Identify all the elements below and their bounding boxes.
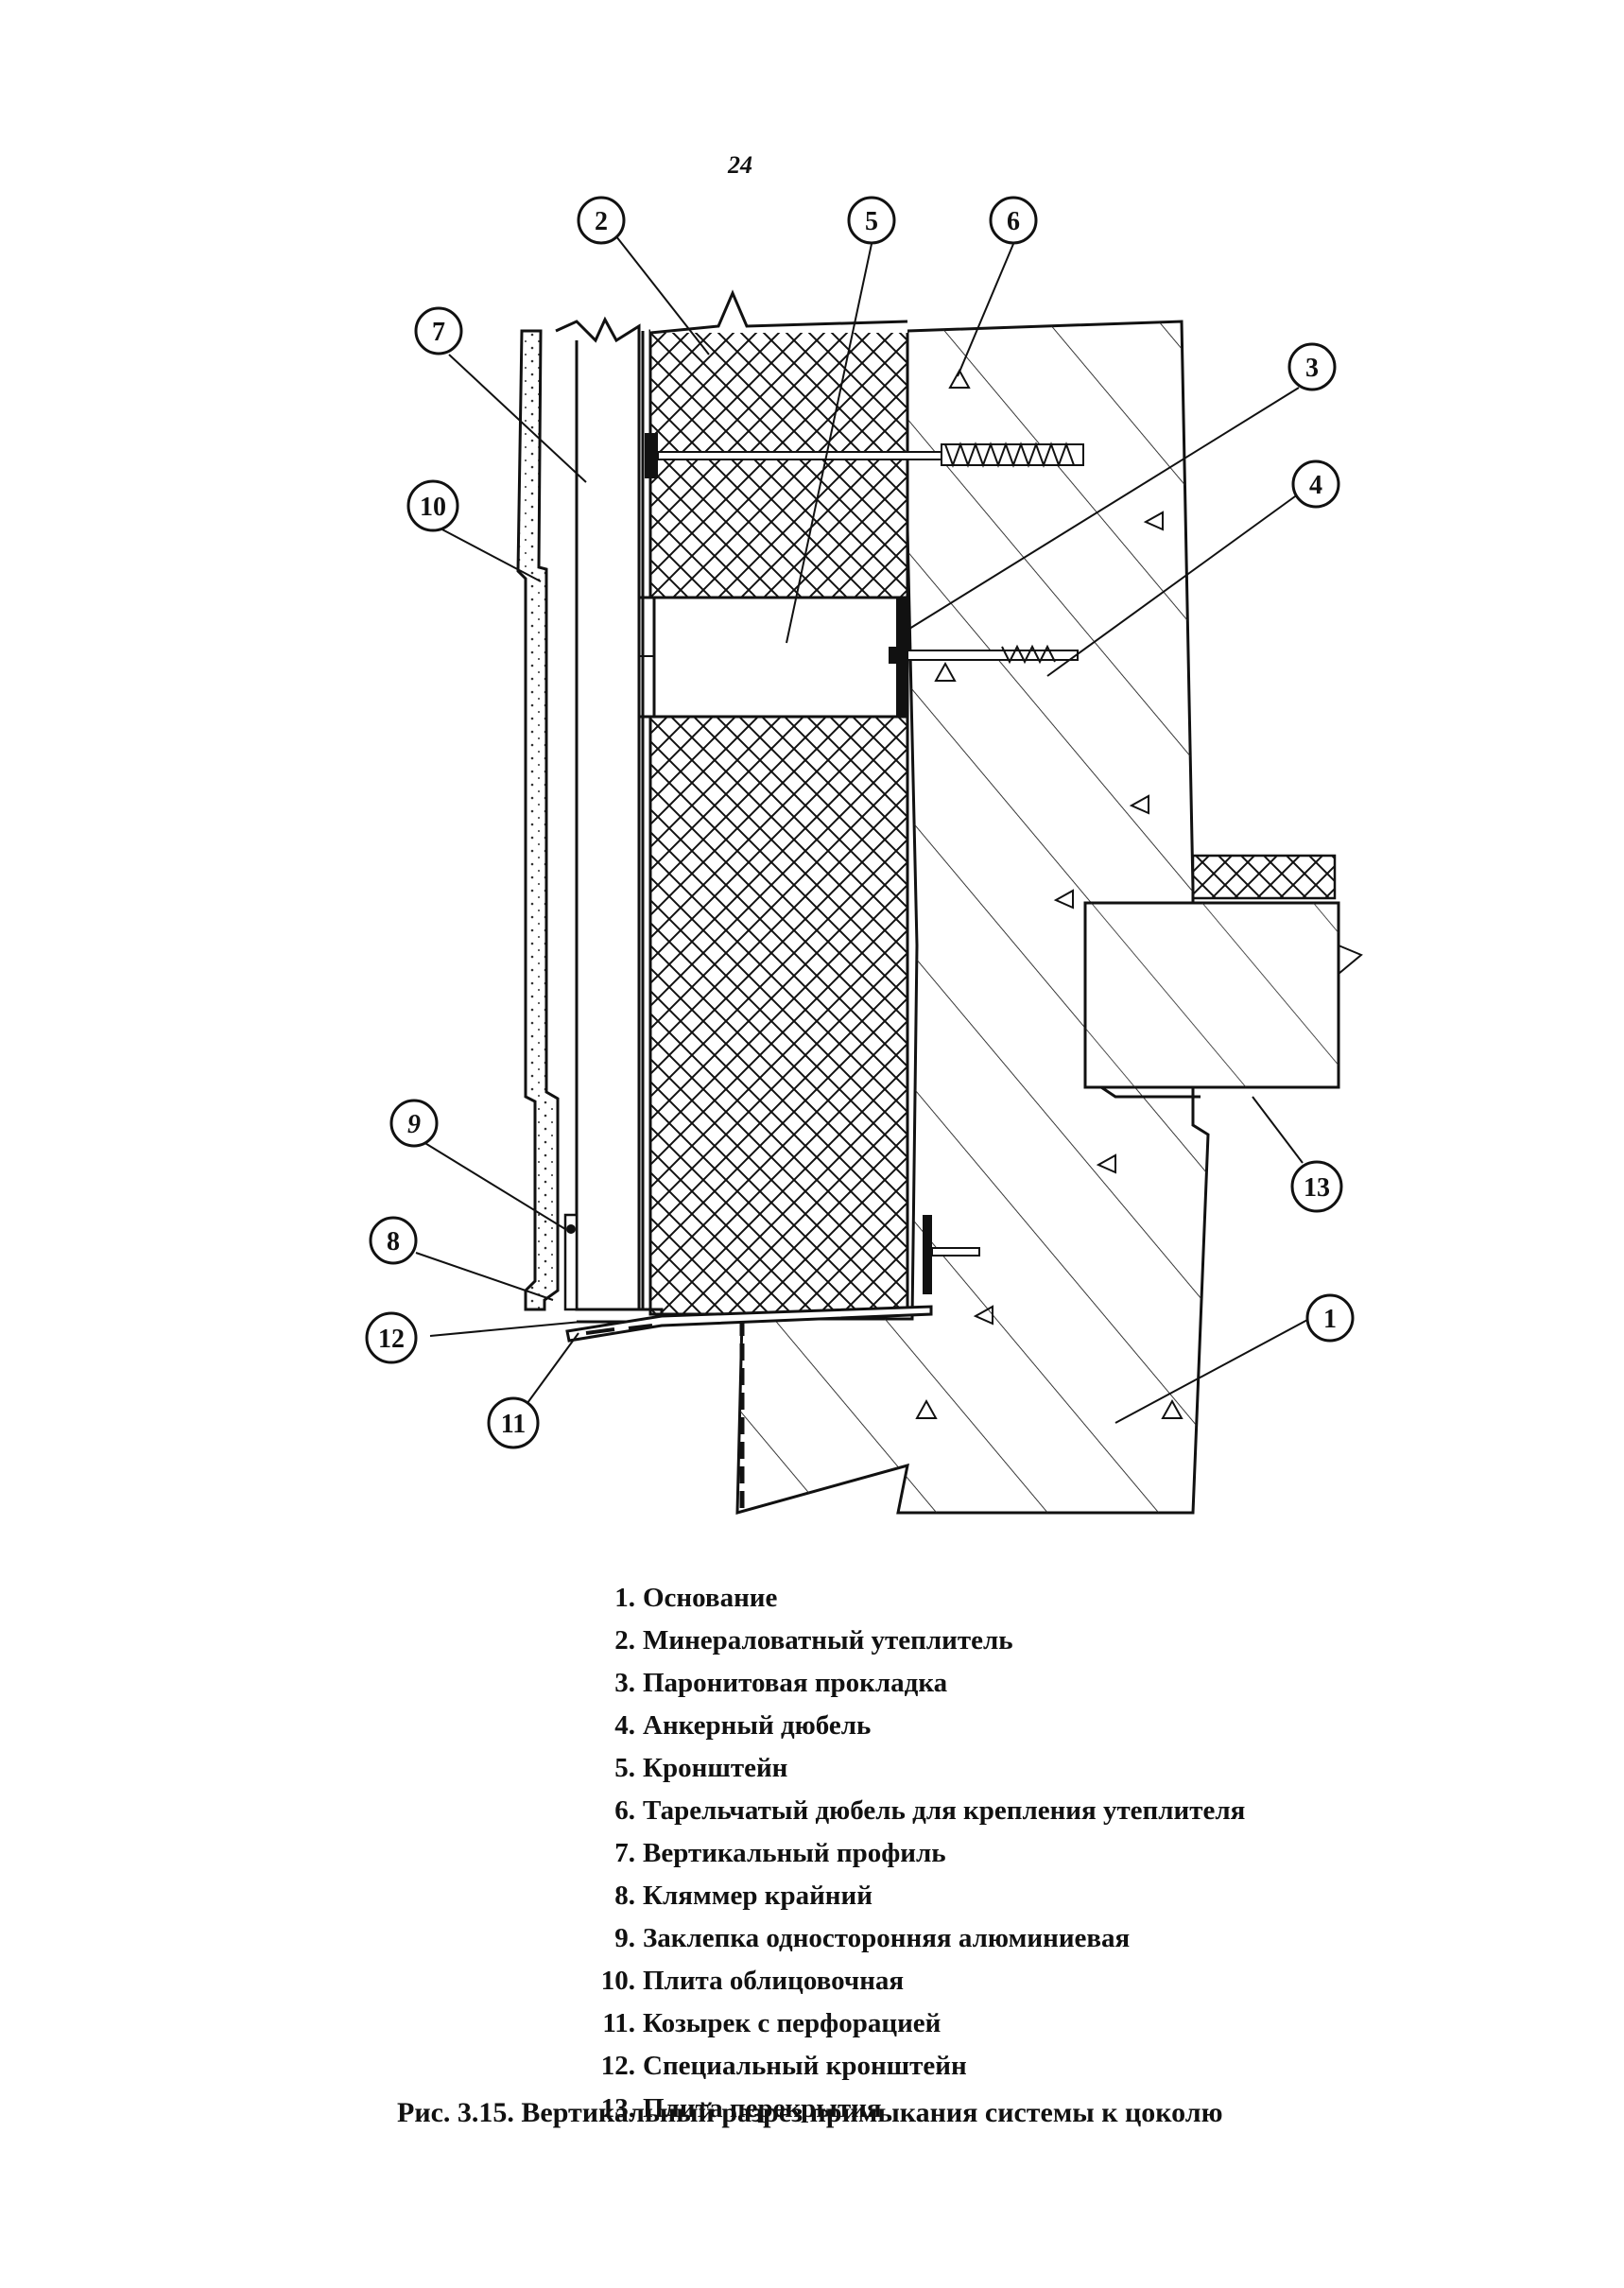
svg-text:12: 12 [378,1325,405,1354]
svg-text:3: 3 [1305,354,1319,383]
svg-text:1: 1 [1323,1305,1337,1334]
callout-6: 6 [989,196,1038,245]
legend-item: 7.Вертикальный профиль [614,1838,946,1868]
svg-text:5: 5 [865,207,878,236]
legend-item: 5.Кронштейн [614,1753,788,1783]
legend-item: 3.Паронитовая прокладка [614,1668,948,1698]
callout-12: 12 [365,1311,418,1364]
svg-text:9: 9 [407,1110,421,1139]
legend-item: 13.Плита перекрытия [600,2093,882,2123]
callout-9: 9 [389,1099,439,1148]
legend-item: 11.Козырек с перфорацией [602,2008,942,2038]
leader-lines [415,231,1313,1424]
legend-item: 12.Специальный кронштейн [600,2051,967,2081]
svg-text:13: 13 [1304,1173,1330,1203]
callout-4: 4 [1291,459,1340,509]
svg-text:2: 2 [595,207,608,236]
perforated-drip-cap [565,1305,933,1343]
legend-item: 2.Минераловатный утеплитель [614,1625,1013,1655]
cladding-panel [516,329,560,1311]
bracket [599,596,909,719]
callout-1: 1 [1305,1293,1355,1343]
plate-dowel-lower [923,1215,980,1294]
callout-8: 8 [369,1216,418,1265]
callout-3: 3 [1287,342,1337,391]
svg-text:4: 4 [1309,471,1322,500]
floor-slab [1083,854,1363,1099]
legend-item: 8.Кляммер крайний [614,1881,872,1911]
plate-dowel-upper [645,433,1084,478]
svg-text:8: 8 [387,1227,400,1257]
edge-clip [563,1213,579,1311]
callout-13: 13 [1290,1160,1343,1213]
legend-item: 10.Плита облицовочная [600,1966,905,1996]
figure-caption: Рис. 3.15. Вертикальный разрез примыкани… [397,2097,1223,2128]
vertical-profile [555,316,645,1311]
legend-item: 9.Заклепка односторонняя алюминиевая [614,1923,1131,1953]
callout-2: 2 [577,196,626,245]
svg-text:10: 10 [420,493,446,522]
page-number: 24 [728,151,752,179]
section-drawing: 1 2 3 4 5 6 7 8 9 10 11 12 13 [365,196,1363,1515]
legend-item: 1.Основание [614,1583,778,1613]
callout-5: 5 [847,196,896,245]
callout-11: 11 [487,1396,540,1449]
legend: 1.Основание 2.Минераловатный утеплитель … [597,1577,1246,2130]
callout-10: 10 [406,479,459,532]
svg-text:6: 6 [1007,207,1020,236]
callout-7: 7 [414,306,463,355]
legend-item: 6.Тарельчатый дюбель для крепления утепл… [614,1795,1246,1826]
mineral-wool-insulation [648,289,909,1316]
svg-text:11: 11 [501,1410,526,1439]
callouts: 1 2 3 4 5 6 7 8 9 10 11 12 13 [365,196,1355,1449]
svg-text:7: 7 [432,318,445,347]
legend-item: 4.Анкерный дюбель [614,1710,872,1741]
